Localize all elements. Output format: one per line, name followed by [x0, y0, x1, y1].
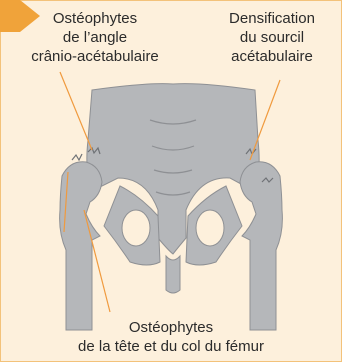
label-densification-line-1: Densification — [208, 9, 336, 28]
label-densification-line-2: du sourcil — [208, 28, 336, 47]
obturator-right — [196, 210, 224, 246]
label-osteophytes-femur-line-2: de la tête et du col du fémur — [20, 337, 322, 356]
label-densification: Densification du sourcil acétabulaire — [208, 9, 336, 66]
label-osteophytes-angle-line-3: crânio-acétabulaire — [10, 47, 180, 66]
coccyx — [166, 256, 180, 293]
label-osteophytes-femur-line-1: Ostéophytes — [20, 318, 322, 337]
label-osteophytes-angle-line-1: Ostéophytes — [10, 9, 180, 28]
label-osteophytes-angle-line-2: de l’angle — [10, 28, 180, 47]
label-osteophytes-angle: Ostéophytes de l’angle crânio-acétabulai… — [10, 9, 180, 66]
label-densification-line-3: acétabulaire — [208, 47, 336, 66]
obturator-left — [122, 210, 150, 246]
label-osteophytes-femur: Ostéophytes de la tête et du col du fému… — [20, 318, 322, 356]
